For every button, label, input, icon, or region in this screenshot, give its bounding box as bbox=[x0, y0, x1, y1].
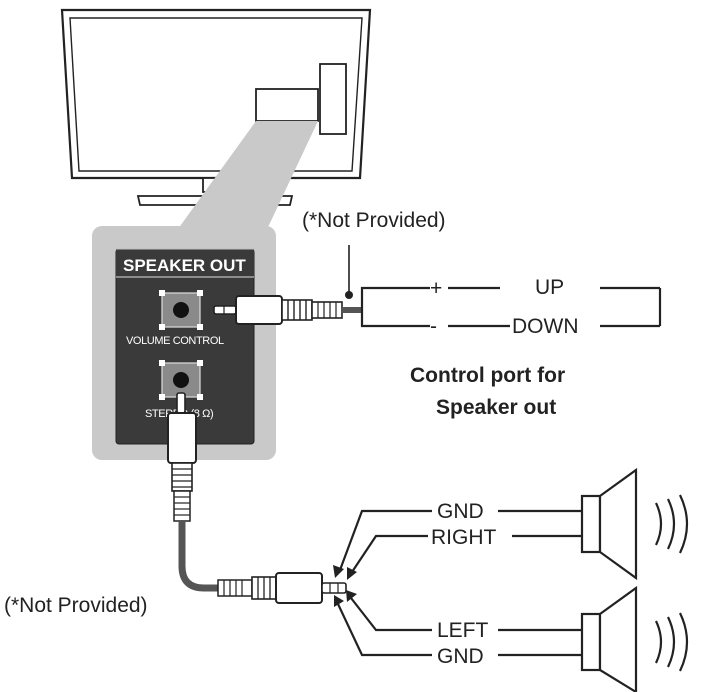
not-provided-top-label: (*Not Provided) bbox=[302, 209, 446, 232]
not-provided-left-label: (*Not Provided) bbox=[4, 594, 148, 617]
plus-label: + bbox=[430, 277, 442, 300]
speaker-icon bbox=[580, 467, 638, 581]
up-label: UP bbox=[535, 276, 564, 299]
right-label: RIGHT bbox=[431, 526, 497, 549]
audio-jack-icon bbox=[167, 392, 197, 522]
speaker-wires bbox=[333, 509, 582, 657]
down-label: DOWN bbox=[512, 315, 579, 338]
control-port-label-line2: Speaker out bbox=[436, 396, 556, 419]
speaker-icon bbox=[580, 585, 638, 692]
minus-label: - bbox=[430, 315, 437, 338]
gnd-top-label: GND bbox=[437, 500, 484, 523]
tv-icon bbox=[60, 8, 372, 206]
control-port-label-line1: Control port for bbox=[410, 364, 565, 387]
sound-wave-icon bbox=[655, 494, 689, 554]
audio-jack-icon bbox=[217, 572, 347, 604]
zoom-highlight bbox=[170, 121, 318, 240]
volume-control-label: VOLUME CONTROL bbox=[126, 335, 224, 347]
speaker-out-panel: SPEAKER OUT VOLUME CONTROL STEREO (8 Ω) bbox=[92, 226, 276, 460]
audio-jack-icon bbox=[213, 295, 343, 325]
left-label: LEFT bbox=[437, 619, 489, 642]
gnd-bottom-label: GND bbox=[437, 645, 484, 668]
sound-wave-icon bbox=[655, 612, 689, 672]
panel-title: SPEAKER OUT bbox=[123, 256, 246, 275]
control-wires bbox=[360, 286, 662, 328]
